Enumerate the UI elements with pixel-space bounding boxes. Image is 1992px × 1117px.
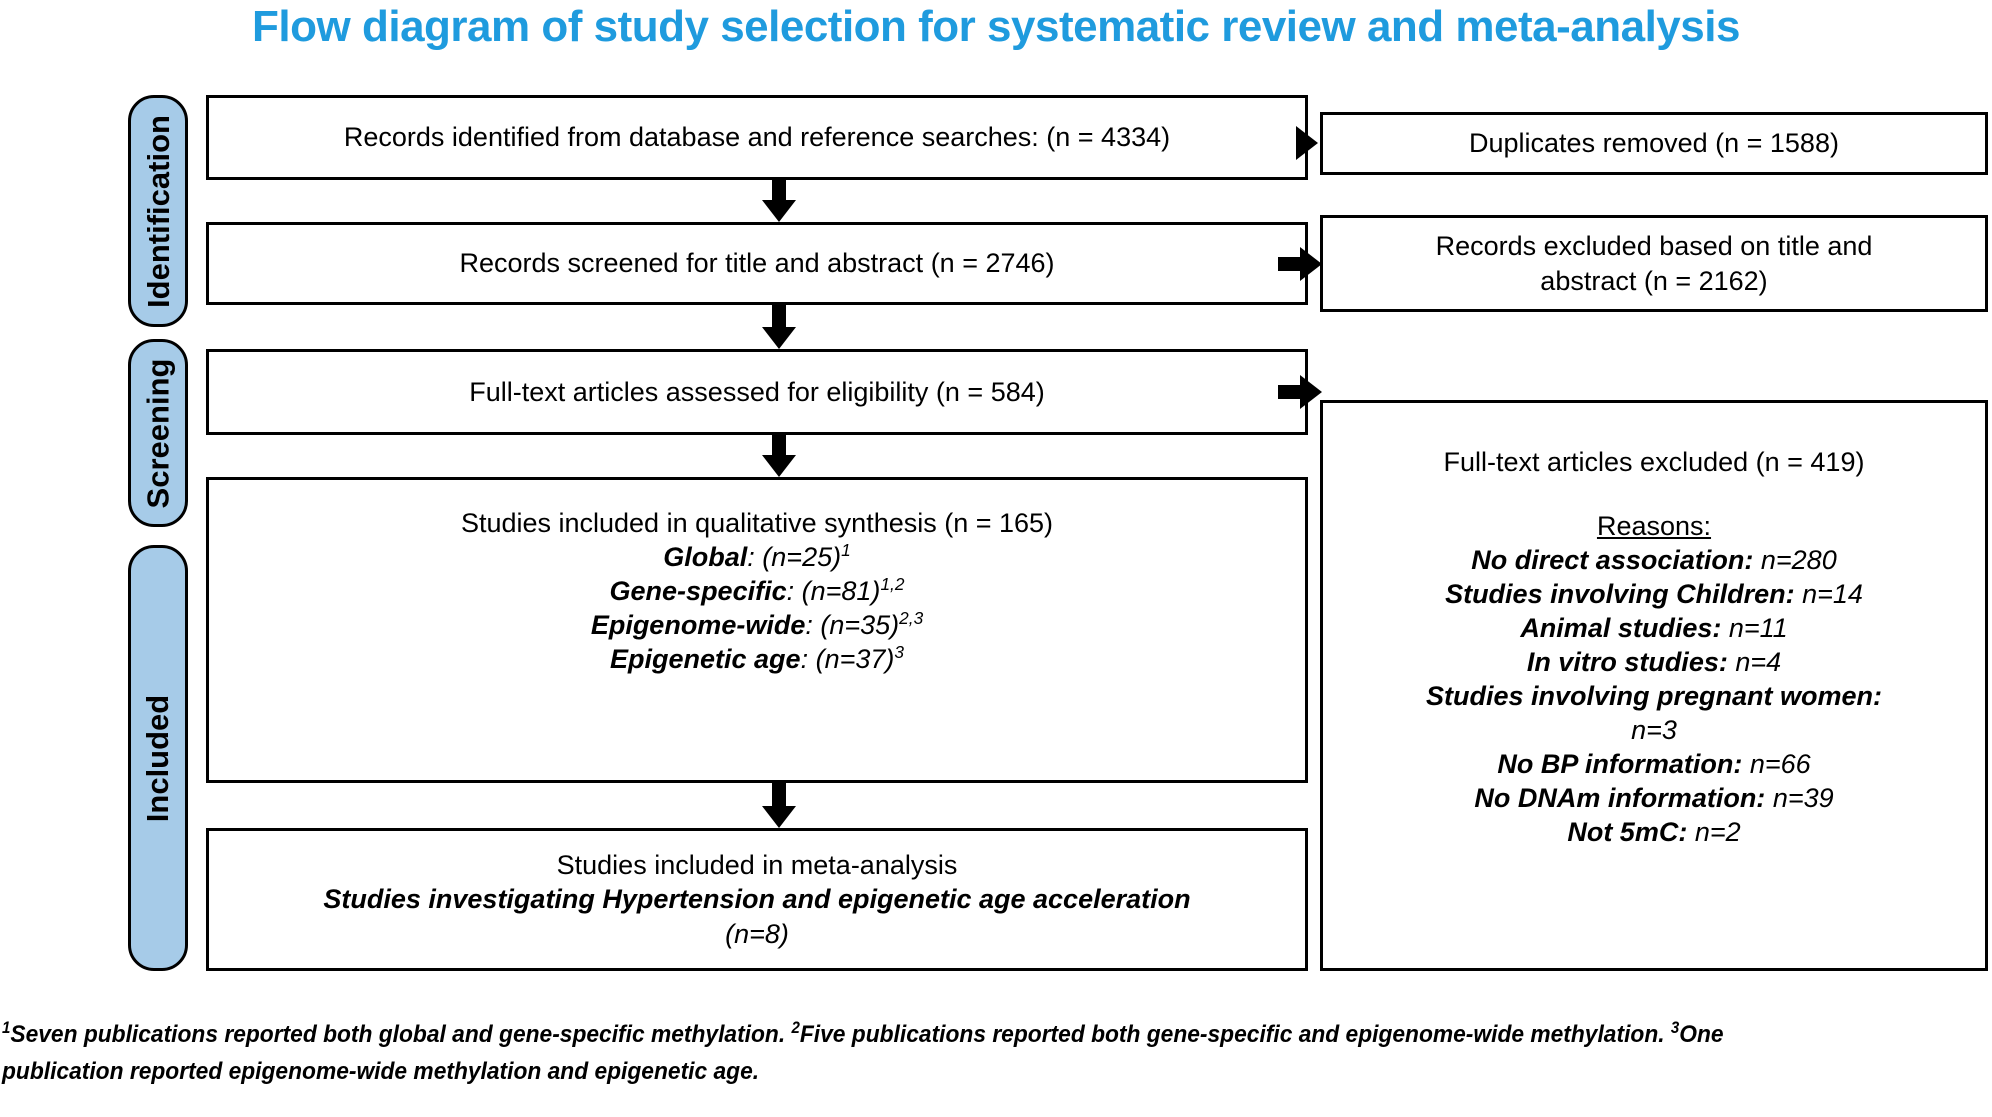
page-title: Flow diagram of study selection for syst… (252, 2, 1740, 51)
fulltext-excluded-heading: Full-text articles excluded (n = 419) (1443, 447, 1865, 477)
category-label: Epigenetic age (610, 644, 801, 675)
box-records-identified: Records identified from database and ref… (206, 95, 1308, 180)
reason-label: In vitro studies: (1526, 647, 1728, 678)
phase-tab-identification-label: Identification (140, 114, 176, 308)
category-count: (n=35) (820, 610, 900, 641)
reason-label: Animal studies: (1520, 613, 1722, 644)
qualitative-category-global: Global: (n=25)1 (663, 540, 851, 573)
box-qualitative-synthesis: Studies included in qualitative synthesi… (206, 477, 1308, 783)
phase-tab-included: Included (128, 545, 188, 971)
reason-animal-studies: Animal studies: n=11 (1337, 611, 1971, 645)
qualitative-synthesis-heading: Studies included in qualitative synthesi… (460, 508, 1054, 538)
qualitative-category-epigenetic-age: Epigenetic age: (n=37)3 (610, 642, 904, 675)
footnote-marker-1: 1 (2, 1018, 11, 1037)
box-fulltext-excluded: Full-text articles excluded (n = 419) Re… (1320, 400, 1988, 971)
records-identified-text: Records identified from database and ref… (343, 122, 1171, 153)
records-screened-text: Records screened for title and abstract … (459, 248, 1055, 279)
category-count: (n=25) (762, 542, 842, 573)
box-meta-analysis: Studies included in meta-analysis Studie… (206, 828, 1308, 971)
footnote-marker-2: 2 (791, 1018, 800, 1037)
box-records-screened: Records screened for title and abstract … (206, 222, 1308, 305)
spacer (1337, 479, 1971, 509)
fulltext-excluded-reasons-label: Reasons: (1596, 511, 1712, 542)
box-fulltext-assessed: Full-text articles assessed for eligibil… (206, 349, 1308, 435)
reason-in-vitro-studies: In vitro studies: n=4 (1337, 645, 1971, 679)
records-excluded-line-1: Records excluded based on title and (1435, 231, 1873, 262)
fulltext-assessed-text: Full-text articles assessed for eligibil… (469, 376, 1045, 407)
reason-count: n=66 (1749, 749, 1811, 780)
box-records-excluded: Records excluded based on title and abst… (1320, 215, 1988, 312)
category-note: 3 (894, 642, 904, 663)
reason-label: No DNAm information: (1474, 783, 1766, 814)
reason-count: n=280 (1760, 545, 1837, 576)
category-label: Epigenome-wide (590, 610, 806, 641)
duplicates-removed-text: Duplicates removed (n = 1588) (1469, 128, 1839, 159)
reason-studies-involving-pregnant-women-count: n=3 (1631, 715, 1677, 746)
reason-not-5mc: Not 5mC: n=2 (1337, 815, 1971, 849)
footnote-text-3: One publication reported epigenome-wide … (2, 1021, 1724, 1086)
box-duplicates-removed: Duplicates removed (n = 1588) (1320, 112, 1988, 175)
phase-tab-identification: Identification (128, 95, 188, 327)
reason-count: n=14 (1802, 579, 1863, 610)
reason-no-direct-association: No direct association: n=280 (1337, 543, 1971, 577)
reason-count: n=4 (1735, 647, 1782, 678)
reason-count: n=2 (1694, 817, 1741, 848)
reason-count: n=11 (1728, 613, 1788, 644)
meta-analysis-count: (n=8) (725, 918, 789, 949)
category-note: 1,2 (880, 574, 905, 595)
reason-label: No BP information: (1497, 749, 1743, 780)
category-note: 1 (841, 540, 851, 561)
reason-label: Studies involving pregnant women: (1425, 681, 1883, 712)
reason-label: Studies involving Children: (1445, 579, 1795, 610)
reason-no-bp-information: No BP information: n=66 (1337, 747, 1971, 781)
reason-studies-involving-pregnant-women: Studies involving pregnant women: (1337, 679, 1971, 713)
qualitative-category-gene-specific: Gene-specific: (n=81)1,2 (609, 574, 905, 607)
category-label: Global (663, 542, 748, 573)
phase-tab-included-label: Included (140, 694, 176, 822)
category-count: (n=37) (815, 644, 895, 675)
footnote-marker-3: 3 (1670, 1018, 1680, 1037)
reason-count: n=39 (1772, 783, 1834, 814)
category-count: (n=81) (801, 576, 881, 607)
meta-analysis-heading: Studies included in meta-analysis (556, 850, 958, 881)
phase-tab-screening: Screening (128, 339, 188, 527)
category-note: 2,3 (899, 608, 924, 629)
footnote-text-1: Seven publications reported both global … (10, 1021, 792, 1048)
footnote-text-2: Five publications reported both gene-spe… (799, 1021, 1671, 1048)
records-excluded-line-2: abstract (n = 2162) (1540, 265, 1768, 296)
footnote: 1Seven publications reported both global… (2, 1016, 1849, 1090)
category-label: Gene-specific (609, 576, 787, 607)
reason-label: Not 5mC: (1567, 817, 1688, 848)
meta-analysis-subheading: Studies investigating Hypertension and e… (323, 884, 1191, 915)
reason-studies-involving-children: Studies involving Children: n=14 (1337, 577, 1971, 611)
reason-label: No direct association: (1471, 545, 1754, 576)
reason-no-dnam-information: No DNAm information: n=39 (1337, 781, 1971, 815)
phase-tab-screening-label: Screening (140, 358, 176, 508)
qualitative-category-epigenome-wide: Epigenome-wide: (n=35)2,3 (590, 608, 924, 641)
